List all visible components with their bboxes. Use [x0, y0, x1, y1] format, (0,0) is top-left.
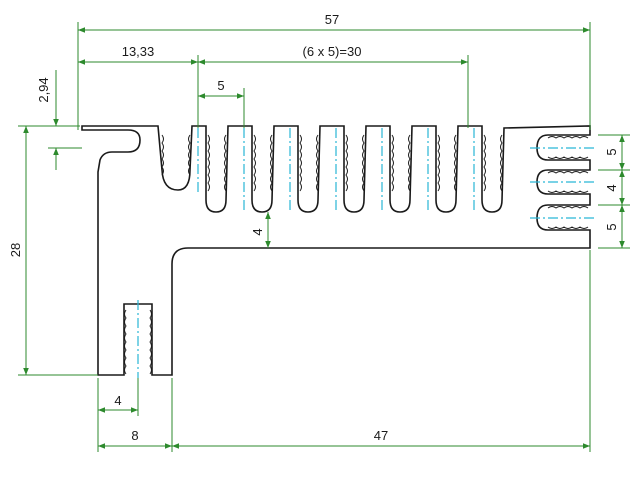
dim-base-thickness: 4 [250, 228, 265, 235]
dim-thread-offset: 4 [114, 393, 121, 408]
dimension-lines [18, 22, 630, 452]
profile-outline [81, 125, 591, 376]
dim-fin-pitch: 5 [217, 78, 224, 93]
dim-leg-width: 8 [131, 428, 138, 443]
dim-right-fin-gap: 4 [604, 184, 619, 191]
dim-total-height: 28 [8, 243, 23, 257]
dimension-labels: 57 13,33 (6 x 5)=30 5 2,94 28 4 5 4 5 4 … [8, 12, 619, 443]
dim-total-width: 57 [325, 12, 339, 27]
dim-left-offset: 13,33 [122, 44, 155, 59]
dim-top-hook: 2,94 [36, 77, 51, 102]
serrations [124, 134, 589, 375]
dim-right-fin-top: 5 [604, 148, 619, 155]
dim-right-fin-bottom: 5 [604, 223, 619, 230]
dim-fin-span: (6 x 5)=30 [303, 44, 362, 59]
dim-base-length: 47 [374, 428, 388, 443]
centerlines [137, 128, 594, 378]
